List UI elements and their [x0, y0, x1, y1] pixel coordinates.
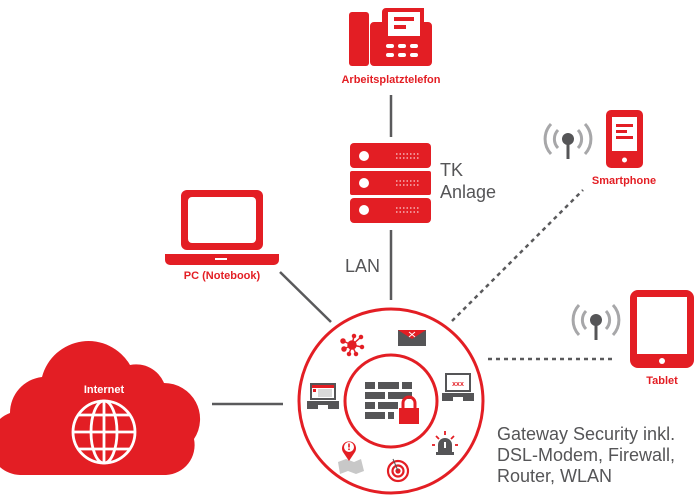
phishing-laptop-icon	[307, 383, 339, 409]
password-laptop-icon: xxx	[442, 373, 474, 401]
server-rack-icon	[350, 143, 431, 223]
wifi-antenna-icon	[543, 122, 593, 159]
pbx-label-line2: Anlage	[440, 182, 497, 202]
gateway-label-line2: DSL-Modem, Firewall,	[497, 445, 676, 465]
internet-cloud-icon	[0, 341, 201, 475]
smartphone-icon	[606, 110, 643, 168]
firewall-lock-icon	[365, 382, 419, 424]
gateway-security-circle	[297, 307, 485, 495]
network-hub-icon	[340, 333, 365, 357]
pbx-label-line1: TK	[440, 160, 464, 180]
gateway-label-line1: Gateway Security inkl.	[497, 424, 676, 444]
lan-label: LAN	[345, 256, 381, 276]
connection-smartphone-gateway	[451, 189, 584, 322]
tablet-icon	[630, 290, 694, 368]
tablet-label: Tablet	[646, 375, 678, 387]
internet-label: Internet	[83, 384, 125, 396]
wifi-antenna-icon	[571, 303, 621, 340]
smartphone-label: Smartphone	[591, 175, 657, 187]
laptop-icon	[165, 190, 279, 265]
alarm-light-icon	[432, 431, 458, 455]
connection-notebook-gateway	[279, 271, 332, 323]
location-alert-icon	[338, 441, 364, 474]
desk-phone-label: Arbeitsplatztelefon	[341, 74, 441, 86]
notebook-label: PC (Notebook)	[183, 270, 261, 282]
svg-text:xxx: xxx	[452, 381, 464, 388]
globe-icon	[71, 399, 137, 465]
gateway-label-line3: Router, WLAN	[497, 466, 613, 486]
desk-phone-icon	[349, 8, 432, 66]
target-icon	[386, 458, 410, 483]
spam-mail-icon	[398, 330, 426, 346]
